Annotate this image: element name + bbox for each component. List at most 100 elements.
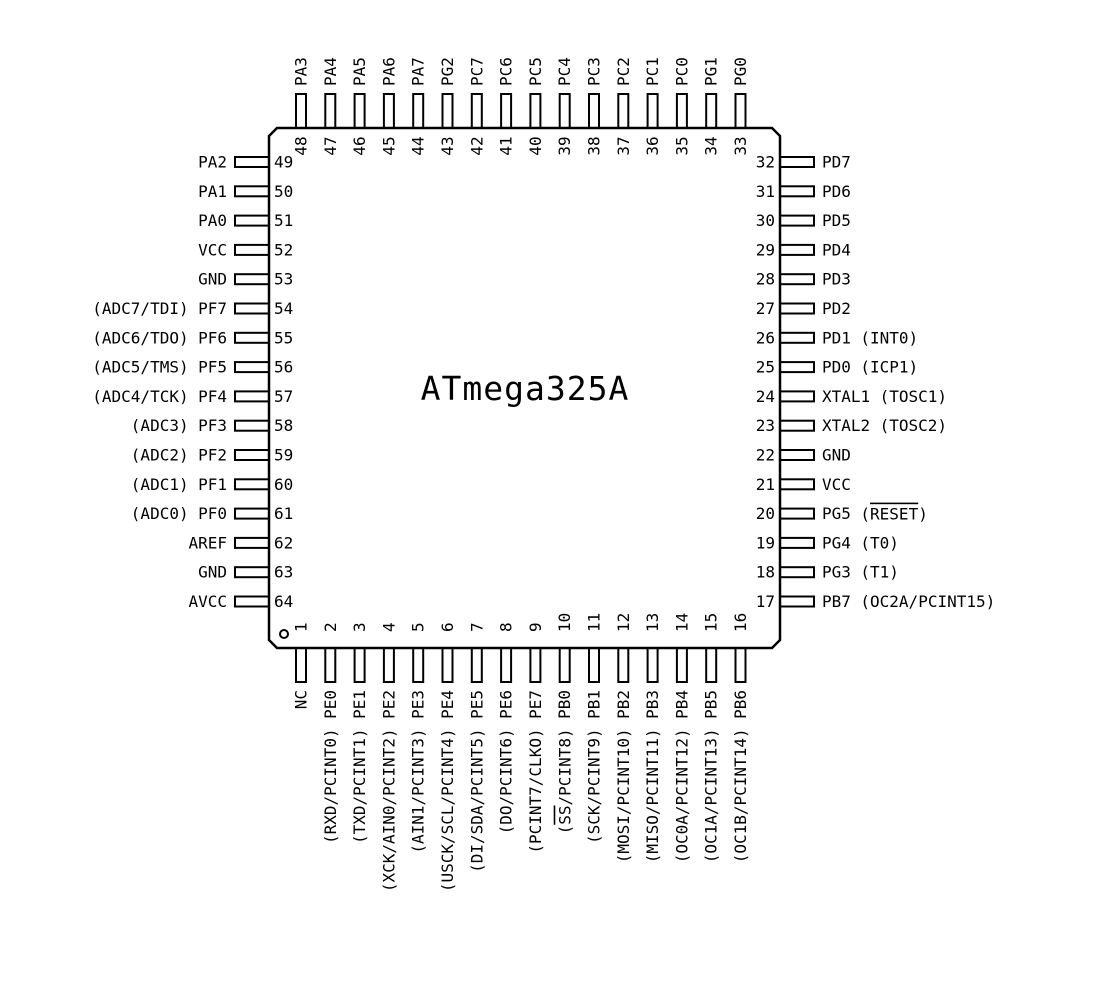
pin-26-label: PD1(INT0)	[822, 328, 918, 347]
pin-14-label: PB4(OC0A/PCINT12)	[672, 690, 691, 863]
pin-28-number: 28	[756, 270, 775, 289]
pin-23-name: XTAL2	[822, 416, 870, 435]
pin-49-number: 49	[274, 153, 293, 172]
pin-20-number: 20	[756, 504, 775, 523]
pin-21-stub	[779, 478, 815, 491]
pin-21-label: VCC	[822, 475, 851, 494]
pin-21-number: 21	[756, 475, 775, 494]
pin-51-name: PA0	[198, 211, 227, 230]
pin-6-label: PE4(USCK/SCL/PCINT4)	[438, 690, 457, 892]
pin-2-stub	[324, 647, 337, 683]
pin-7-name: PE5	[467, 690, 486, 719]
pin-16-number: 16	[731, 613, 750, 632]
pin-49-label: PA2	[198, 153, 227, 172]
pin-12-label: PB2(MOSI/PCINT10)	[614, 690, 633, 863]
pin-9-number: 9	[526, 622, 545, 632]
pin-57-alt-function: (ADC4/TCK)	[92, 387, 188, 406]
pin-31-stub	[779, 185, 815, 198]
pin-17-stub	[779, 595, 815, 608]
pin-7-label: PE5(DI/SDA/PCINT5)	[467, 690, 486, 873]
pin-64-label: AVCC	[188, 592, 227, 611]
pin-32-stub	[779, 156, 815, 168]
pin-16-stub	[734, 647, 747, 683]
pin-13-alt-function: (MISO/PCINT11)	[643, 728, 662, 863]
pin-27-name: PD2	[822, 299, 851, 318]
pin-40-stub	[529, 93, 542, 129]
pin-17-number: 17	[756, 592, 775, 611]
pin-25-name: PD0	[822, 358, 851, 377]
pin-47-label: PA4	[321, 57, 340, 86]
pin-56-number: 56	[274, 358, 293, 377]
pin-25-stub	[779, 361, 815, 374]
pin-63-stub	[234, 566, 270, 579]
pin-58-stub	[234, 419, 270, 432]
pin-61-name: PF0	[198, 504, 227, 523]
pin-63-name: GND	[198, 563, 227, 582]
pin-33-label: PG0	[731, 57, 750, 86]
pin-61-label: PF0(ADC0)	[131, 504, 227, 523]
pin-43-stub	[441, 93, 454, 129]
pin-34-label: PG1	[702, 57, 721, 86]
pin-32-label: PD7	[822, 153, 851, 172]
pin-63-label: GND	[198, 563, 227, 582]
pin-27-stub	[779, 302, 815, 315]
pin-33-stub	[734, 93, 747, 129]
pin-3-number: 3	[350, 622, 369, 632]
pin-56-alt-function: (ADC5/TMS)	[92, 358, 188, 377]
pin-16-alt-function: (OC1B/PCINT14)	[731, 728, 750, 863]
pin-28-name: PD3	[822, 270, 851, 289]
pin-11-label: PB1(SCK/PCINT9)	[585, 690, 604, 844]
pin-55-number: 55	[274, 328, 293, 347]
pin-48-number: 48	[292, 136, 311, 155]
pin-57-stub	[234, 390, 270, 403]
pin-36-stub	[646, 93, 659, 129]
pin-1-label: NC	[292, 690, 311, 709]
pin-62-number: 62	[274, 533, 293, 552]
pin-8-alt-function: (DO/PCINT6)	[497, 728, 516, 834]
pin-63-number: 63	[274, 563, 293, 582]
pin-41-stub	[500, 93, 513, 129]
pin-56-name: PF5	[198, 358, 227, 377]
pin-42-number: 42	[467, 136, 486, 155]
pin-64-number: 64	[274, 592, 293, 611]
pin-57-number: 57	[274, 387, 293, 406]
pin-62-stub	[234, 536, 270, 549]
pin-24-stub	[779, 390, 815, 403]
pin-19-label: PG4(T0)	[822, 533, 899, 552]
pin-31-label: PD6	[822, 182, 851, 201]
pin-34-number: 34	[702, 136, 721, 155]
pin-53-label: GND	[198, 270, 227, 289]
pin-60-number: 60	[274, 475, 293, 494]
pin-47-stub	[324, 93, 337, 129]
pin-21-name: VCC	[822, 475, 851, 494]
pin-55-name: PF6	[198, 328, 227, 347]
pin-59-name: PF2	[198, 446, 227, 465]
pin-49-name: PA2	[198, 153, 227, 172]
pin-44-stub	[412, 93, 425, 129]
pin-6-stub	[441, 647, 454, 683]
pin-26-number: 26	[756, 328, 775, 347]
pin-15-stub	[705, 647, 718, 683]
pin-3-stub	[353, 647, 366, 683]
pin-34-name: PG1	[702, 57, 721, 86]
pin-23-label: XTAL2(TOSC2)	[822, 416, 947, 435]
pin-20-name: PG5	[822, 504, 851, 523]
pin-34-stub	[705, 93, 718, 129]
pin-17-name: PB7	[822, 592, 851, 611]
pin-39-name: PC4	[555, 57, 574, 86]
pin-23-stub	[779, 419, 815, 432]
pin-58-number: 58	[274, 416, 293, 435]
pin-14-stub	[675, 647, 688, 683]
pin-44-label: PA7	[409, 57, 428, 86]
pin-52-number: 52	[274, 240, 293, 259]
pin-60-stub	[234, 478, 270, 491]
pin-2-number: 2	[321, 622, 340, 632]
pin-54-alt-function: (ADC7/TDI)	[92, 299, 188, 318]
pin-4-alt-function: (XCK/AIN0/PCINT2)	[379, 728, 398, 892]
pin-53-number: 53	[274, 270, 293, 289]
pin-57-name: PF4	[198, 387, 227, 406]
pin-33-name: PG0	[731, 57, 750, 86]
pin-31-name: PD6	[822, 182, 851, 201]
pin-46-name: PA5	[350, 57, 369, 86]
pin-39-stub	[558, 93, 571, 129]
